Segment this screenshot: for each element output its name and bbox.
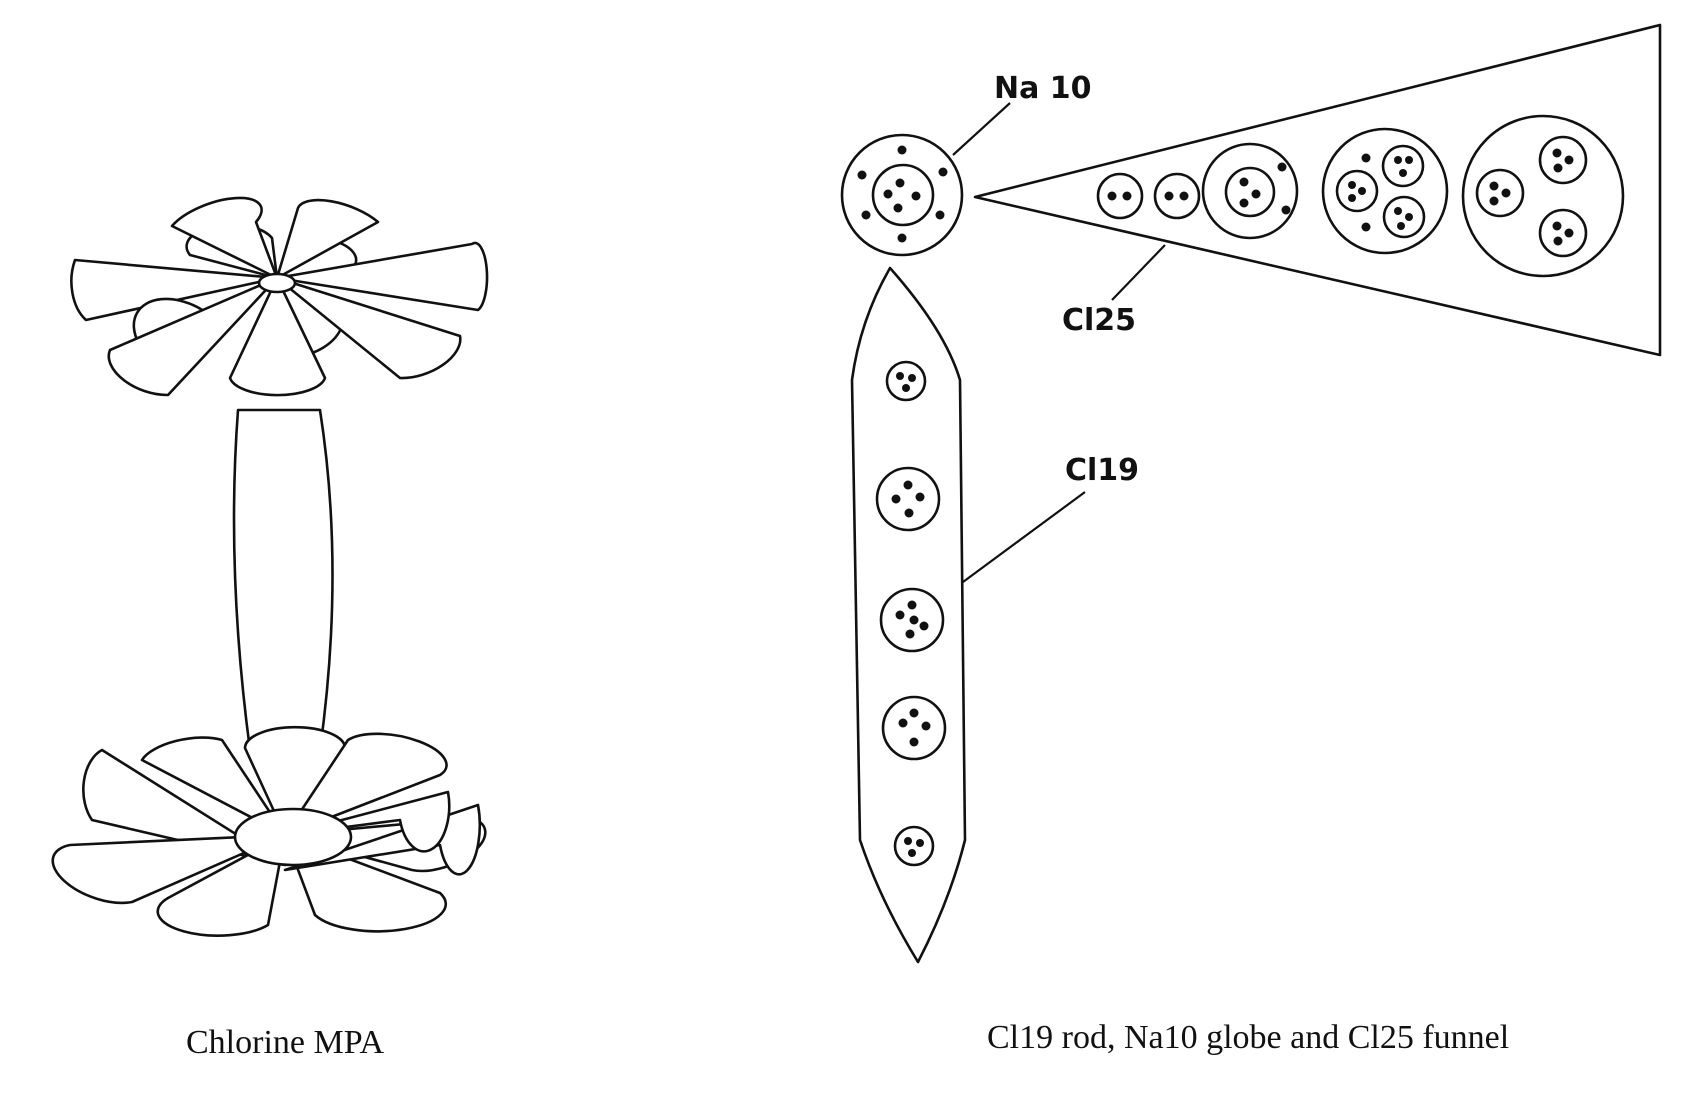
cl19-leader bbox=[963, 492, 1085, 582]
na10-globe bbox=[842, 135, 962, 255]
na10-leader bbox=[953, 103, 1010, 155]
cl25-label: Cl25 bbox=[1062, 303, 1136, 338]
cl19-label: Cl19 bbox=[1065, 453, 1139, 488]
caption-chlorine-mpa: Chlorine MPA bbox=[186, 1024, 385, 1061]
cl19-rod bbox=[852, 268, 965, 962]
chlorine-mpa-drawing bbox=[53, 198, 487, 936]
cl25-funnel bbox=[975, 25, 1660, 355]
na10-label: Na 10 bbox=[994, 71, 1092, 106]
cl25-leader bbox=[1112, 245, 1165, 300]
mpa-bottom-rosette bbox=[53, 727, 486, 935]
caption-cl19-na10-cl25: Cl19 rod, Na10 globe and Cl25 funnel bbox=[987, 1019, 1510, 1056]
mpa-central-rod bbox=[234, 410, 333, 750]
mpa-top-rosette bbox=[71, 198, 487, 395]
